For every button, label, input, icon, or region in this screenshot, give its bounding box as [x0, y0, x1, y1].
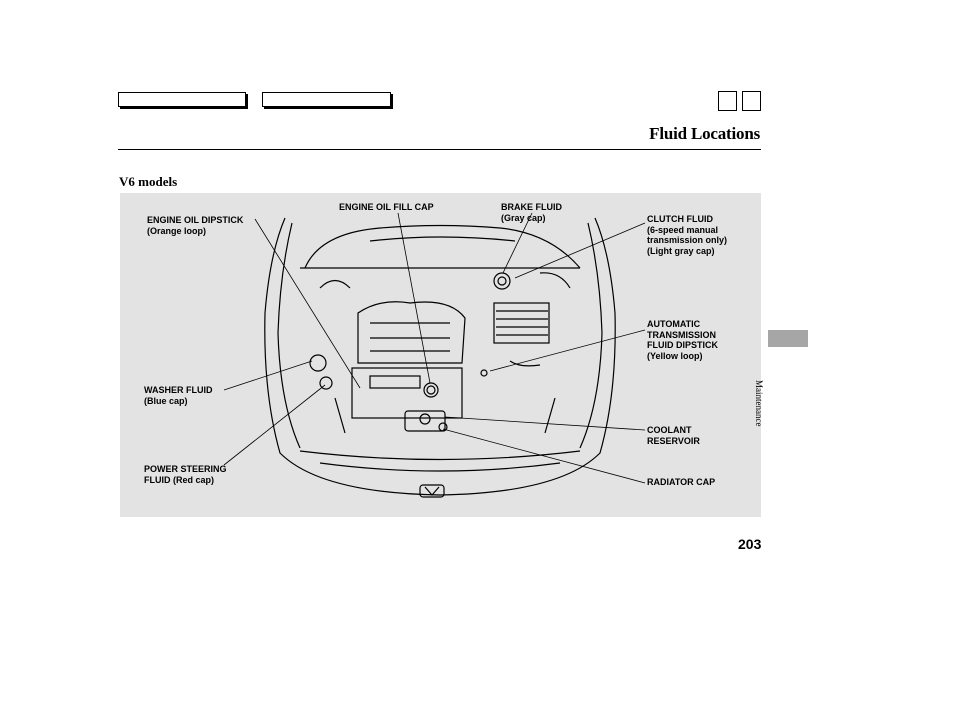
label-atf-dipstick: AUTOMATIC TRANSMISSION FLUID DIPSTICK(Ye…: [647, 319, 718, 361]
label-coolant-reservoir: COOLANT RESERVOIR: [647, 425, 700, 446]
page-number: 203: [738, 536, 762, 552]
label-brake-fluid: BRAKE FLUID(Gray cap): [501, 202, 562, 223]
label-engine-oil-fill-cap: ENGINE OIL FILL CAP: [339, 202, 434, 212]
prev-page-button[interactable]: [718, 91, 737, 111]
page-title: Fluid Locations: [649, 124, 760, 143]
section-subheading: V6 models: [119, 174, 178, 189]
label-washer-fluid: WASHER FLUID(Blue cap): [144, 385, 213, 406]
label-power-steering-fluid: POWER STEERING FLUID (Red cap): [144, 464, 227, 485]
label-clutch-fluid: CLUTCH FLUID(6-speed manual transmission…: [647, 214, 728, 256]
next-page-button[interactable]: [742, 91, 761, 111]
nav-button-main-menu[interactable]: [118, 92, 246, 107]
nav-button-table-of-contents[interactable]: [262, 92, 391, 107]
title-rule: [118, 149, 761, 150]
label-engine-oil-dipstick: ENGINE OIL DIPSTICK(Orange loop): [147, 215, 244, 236]
engine-bay-illustration: [223, 212, 646, 498]
section-side-label: Maintenance: [754, 380, 764, 427]
label-radiator-cap: RADIATOR CAP: [647, 477, 716, 487]
section-tab[interactable]: [768, 330, 808, 347]
